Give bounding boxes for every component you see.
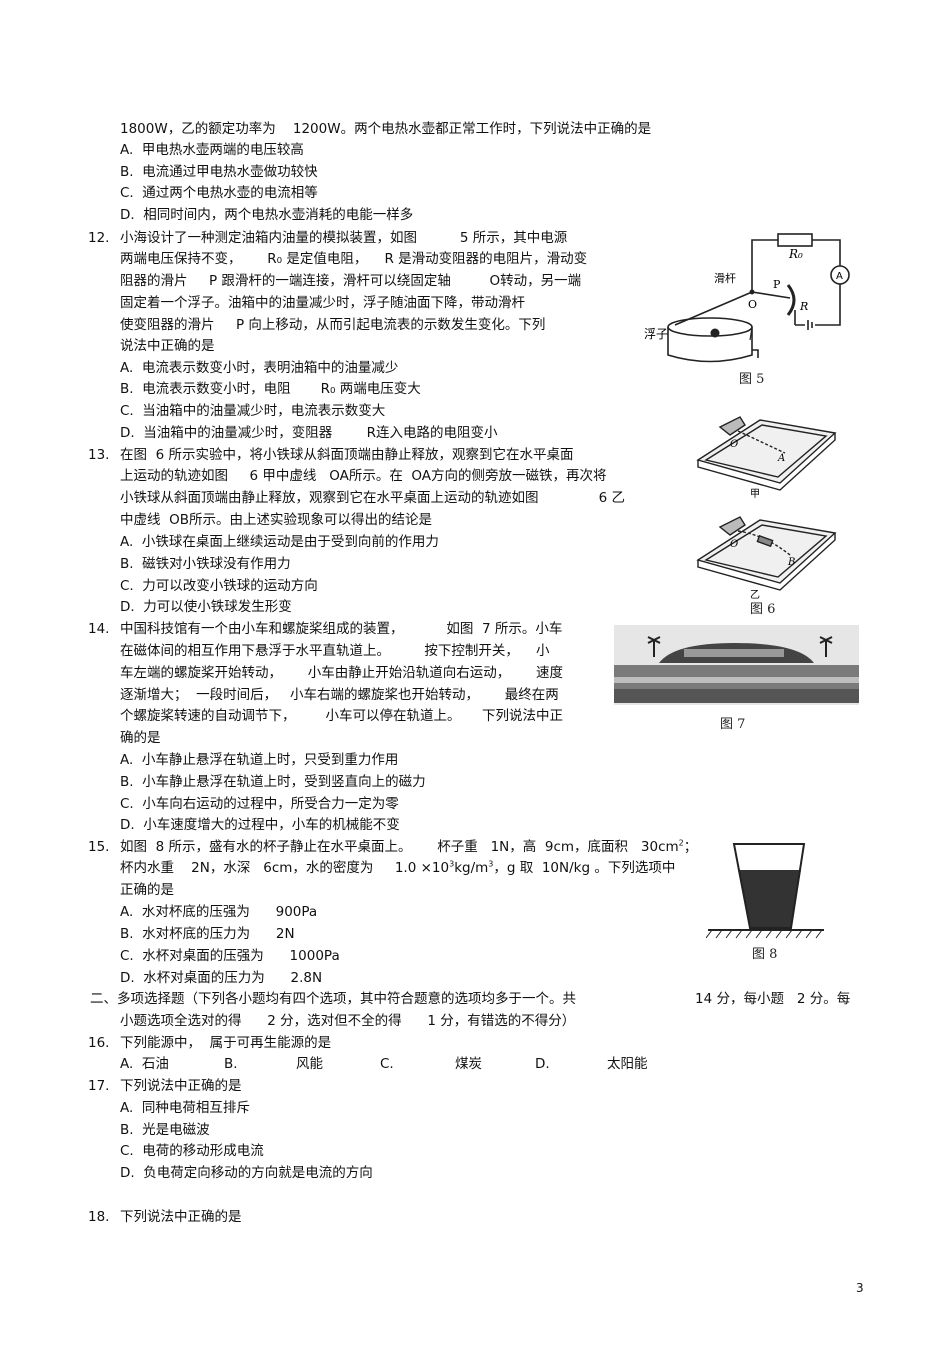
q17-number: 17. bbox=[88, 1078, 110, 1094]
q15-option-c: C. 水杯对桌面的压强为 1000Pa bbox=[120, 948, 340, 964]
q12-line: 说法中正确的是 bbox=[120, 338, 215, 354]
fig6-label-b: 乙 bbox=[750, 589, 760, 600]
q15-line-2: 杯内水重 2N，水深 6cm，水的密度为 1.0 ×103kg/m3，g 取 1… bbox=[120, 859, 676, 876]
q14-line: 逐渐增大； 一段时间后， 小车右端的螺旋桨也开始转动， 最终在两 bbox=[120, 687, 559, 703]
q14-number: 14. bbox=[88, 621, 110, 637]
q16-option-d-letter: D. bbox=[535, 1056, 550, 1072]
q14-line: 确的是 bbox=[120, 730, 161, 746]
q12-line: 两端电压保持不变， R₀ 是定值电阻， R 是滑动变阻器的电阻片，滑动变 bbox=[120, 251, 588, 267]
q13-number: 13. bbox=[88, 447, 110, 463]
q14-option-d: D. 小车速度增大的过程中，小车的机械能不变 bbox=[120, 817, 400, 833]
q15-number: 15. bbox=[88, 839, 110, 855]
q14-option-c: C. 小车向右运动的过程中，所受合力一定为零 bbox=[120, 796, 399, 812]
q11-option-c: C. 通过两个电热水壶的电流相等 bbox=[120, 185, 318, 201]
q12-line: 使变阻器的滑片 P 向上移动，从而引起电流表的示数发生变化。下列 bbox=[120, 317, 546, 333]
label-r: R bbox=[799, 300, 808, 313]
q14-line: 个螺旋桨转速的自动调节下， 小车可以停在轨道上。 下列说法中正 bbox=[120, 708, 563, 724]
section-2-instructions: 小题选项全选对的得 2 分，选对但不全的得 1 分，有错选的不得分） bbox=[120, 1013, 576, 1029]
q16-number: 16. bbox=[88, 1035, 110, 1051]
fig6-point-b: B bbox=[787, 557, 795, 568]
q11-option-d: D. 相同时间内，两个电热水壶消耗的电能一样多 bbox=[120, 207, 414, 223]
section-2-heading: 二、多项选择题（下列各小题均有四个选项，其中符合题意的选项均多于一个。共 bbox=[90, 991, 576, 1007]
figure-5-caption: 图 5 bbox=[739, 372, 765, 387]
q15-line-3: 正确的是 bbox=[120, 882, 174, 898]
q17-option-a: A. 同种电荷相互排斥 bbox=[120, 1100, 250, 1116]
label-p: P bbox=[773, 278, 781, 291]
q12-line: 固定着一个浮子。油箱中的油量减少时，浮子随油面下降，带动滑杆 bbox=[120, 295, 525, 311]
figure-6-caption: 图 6 bbox=[750, 602, 776, 617]
q13-line: 小铁球从斜面顶端由静止释放，观察到它在水平桌面上运动的轨迹如图 6 乙 bbox=[120, 490, 625, 506]
label-r0: R₀ bbox=[788, 247, 803, 261]
q12-option-a: A. 电流表示数变小时，表明油箱中的油量减少 bbox=[120, 360, 399, 376]
q12-line: 阻器的滑片 P 跟滑杆的一端连接，滑杆可以绕固定轴 O转动，另一端 bbox=[120, 273, 582, 289]
q14-option-a: A. 小车静止悬浮在轨道上时，只受到重力作用 bbox=[120, 752, 399, 768]
q12-option-b: B. 电流表示数变小时，电阻 R₀ 两端电压变大 bbox=[120, 381, 421, 397]
q17-stem: 下列说法中正确的是 bbox=[120, 1078, 242, 1094]
q14-line: 中国科技馆有一个由小车和螺旋桨组成的装置， 如图 7 所示。小车 bbox=[120, 621, 563, 637]
q14-line: 车左端的螺旋桨开始转动， 小车由静止开始沿轨道向右运动， 速度 bbox=[120, 665, 563, 681]
q16-option-b-text: 风能 bbox=[296, 1056, 323, 1072]
label-slider: 滑杆 bbox=[714, 271, 736, 285]
q14-option-b: B. 小车静止悬浮在轨道上时，受到竖直向上的磁力 bbox=[120, 774, 426, 790]
label-pivot-o: O bbox=[748, 298, 757, 311]
q12-line: 小海设计了一种测定油箱内油量的模拟装置，如图 5 所示，其中电源 bbox=[120, 230, 568, 246]
q11-stem-tail: 1800W，乙的额定功率为 1200W。两个电热水壶都正常工作时，下列说法中正确… bbox=[120, 121, 652, 137]
q13-option-a: A. 小铁球在桌面上继续运动是由于受到向前的作用力 bbox=[120, 534, 439, 550]
fig6-point-a: A bbox=[777, 453, 785, 464]
q16-stem: 下列能源中， 属于可再生能源的是 bbox=[120, 1035, 332, 1051]
q15-option-d: D. 水杯对桌面的压力为 2.8N bbox=[120, 970, 323, 986]
q13-line: 在图 6 所示实验中，将小铁球从斜面顶端由静止释放，观察到它在水平桌面 bbox=[120, 447, 574, 463]
figure-7-caption: 图 7 bbox=[720, 717, 746, 732]
figure-5-oil-gauge: R₀ A 滑杆 O P R 浮子 bbox=[644, 233, 850, 363]
q16-option-a: A. 石油 bbox=[120, 1056, 169, 1072]
figure-7-maglev-car-photo bbox=[614, 625, 859, 705]
page-number: 3 bbox=[856, 1281, 864, 1295]
q13-line: 上运动的轨迹如图 6 甲中虚线 OA所示。在 OA方向的侧旁放一磁铁，再次将 bbox=[120, 468, 607, 484]
fig6-point-o: O bbox=[730, 439, 738, 450]
q13-option-d: D. 力可以使小铁球发生形变 bbox=[120, 599, 292, 615]
fig6-point-o: O bbox=[730, 539, 738, 550]
figure-8-cup-of-water bbox=[706, 843, 824, 939]
q13-option-b: B. 磁铁对小铁球没有作用力 bbox=[120, 556, 291, 572]
q17-option-c: C. 电荷的移动形成电流 bbox=[120, 1143, 264, 1159]
ammeter-icon: A bbox=[836, 271, 843, 282]
fig6-label-a: 甲 bbox=[750, 489, 760, 500]
q15-option-a: A. 水对杯底的压强为 900Pa bbox=[120, 904, 318, 920]
q16-option-c-text: 煤炭 bbox=[455, 1056, 482, 1072]
q13-option-c: C. 力可以改变小铁球的运动方向 bbox=[120, 578, 318, 594]
q12-option-d: D. 当油箱中的油量减少时，变阻器 R连入电路的电阻变小 bbox=[120, 425, 498, 441]
q11-option-b: B. 电流通过甲电热水壶做功较快 bbox=[120, 164, 318, 180]
q14-line: 在磁体间的相互作用下悬浮于水平直轨道上。 按下控制开关， 小 bbox=[120, 643, 550, 659]
q13-line: 中虚线 OB所示。由上述实验现象可以得出的结论是 bbox=[120, 512, 432, 528]
q18-stem: 下列说法中正确的是 bbox=[120, 1209, 242, 1225]
q16-option-b-letter: B. bbox=[224, 1056, 238, 1072]
q18-number: 18. bbox=[88, 1209, 110, 1225]
q15-line-1: 如图 8 所示，盛有水的杯子静止在水平桌面上。 杯子重 1N，高 9cm，底面积… bbox=[120, 838, 698, 855]
figure-8-caption: 图 8 bbox=[752, 947, 778, 962]
label-float: 浮子 bbox=[644, 327, 668, 341]
q16-option-c-letter: C. bbox=[380, 1056, 394, 1072]
q12-option-c: C. 当油箱中的油量减少时，电流表示数变大 bbox=[120, 403, 386, 419]
section-2-heading-score: 14 分，每小题 2 分。每 bbox=[695, 991, 851, 1007]
q12-number: 12. bbox=[88, 230, 110, 246]
q11-option-a: A. 甲电热水壶两端的电压较高 bbox=[120, 142, 304, 158]
q15-option-b: B. 水对杯底的压力为 2N bbox=[120, 926, 295, 942]
q16-option-d-text: 太阳能 bbox=[607, 1056, 648, 1072]
figure-6-ramp-experiment: O A 甲 O B 乙 bbox=[696, 416, 837, 600]
q17-option-b: B. 光是电磁波 bbox=[120, 1122, 210, 1138]
q17-option-d: D. 负电荷定向移动的方向就是电流的方向 bbox=[120, 1165, 373, 1181]
